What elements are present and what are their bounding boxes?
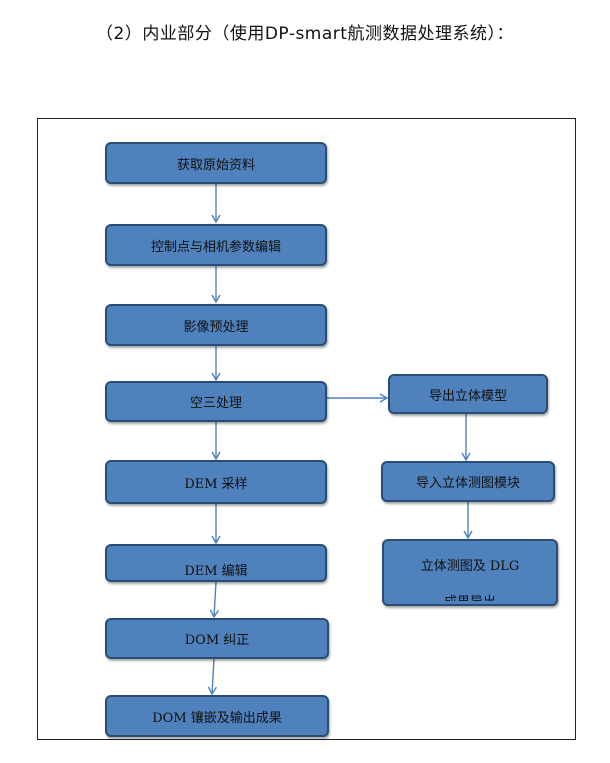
step-dem-edit: DEM 编辑 bbox=[105, 544, 327, 582]
section-heading: （2）内业部分（使用DP-smart航测数据处理系统）： bbox=[96, 24, 514, 44]
step-aerotriangulation: 空三处理 bbox=[105, 381, 327, 422]
step-control-camera-edit: 控制点与相机参数编辑 bbox=[105, 224, 327, 266]
step-get-raw-data: 获取原始资料 bbox=[105, 142, 327, 184]
step-dem-sampling: DEM 采样 bbox=[105, 460, 327, 504]
step-export-stereo-model: 导出立体模型 bbox=[388, 374, 548, 414]
step-image-preprocess: 影像预处理 bbox=[105, 304, 327, 346]
arrow-7-8 bbox=[207, 658, 217, 696]
diagram-frame bbox=[37, 118, 576, 740]
step-dom-rectify: DOM 纠正 bbox=[105, 618, 329, 659]
final-box-line1: 立体测图及 DLG bbox=[420, 559, 520, 574]
step-dom-mosaic-output: DOM 镶嵌及输出成果 bbox=[105, 695, 329, 737]
step-import-stereo-module: 导入立体测图模块 bbox=[381, 461, 555, 502]
arrow-6-7 bbox=[209, 581, 219, 619]
